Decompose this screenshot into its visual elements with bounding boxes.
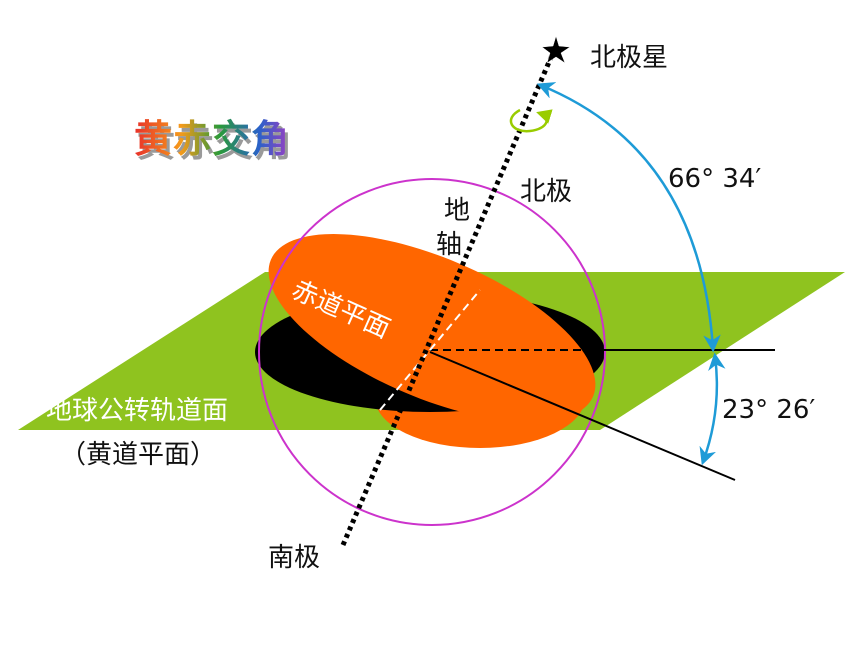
angle-upper-arc <box>536 82 721 353</box>
title: 黄赤交角 <box>134 117 290 161</box>
earth-axis <box>340 54 555 546</box>
star-icon <box>541 35 571 64</box>
north-pole-label: 北极 <box>520 177 572 207</box>
ecliptic-plane-label: （黄道平面） <box>60 440 216 470</box>
axis-label-char2: 轴 <box>436 230 462 260</box>
axis-label-char1: 地 <box>444 196 470 226</box>
angle-lower-label: 23° 26′ <box>722 395 815 425</box>
title-shadow: 黄赤交角 <box>137 121 293 165</box>
title-group: 黄赤交角 黄赤交角 <box>134 117 293 165</box>
equator-reference-line <box>429 351 736 481</box>
angle-lower-arc <box>699 352 726 466</box>
orbit-plane-label: 地球公转轨道面 <box>46 396 228 426</box>
rotation-arrow-icon <box>509 108 553 133</box>
polaris-label: 北极星 <box>590 43 668 73</box>
south-pole-label: 南极 <box>268 543 320 573</box>
equator-dashed-line <box>379 289 481 411</box>
equator-plane <box>268 234 596 422</box>
angle-upper-label: 66° 34′ <box>668 164 761 194</box>
